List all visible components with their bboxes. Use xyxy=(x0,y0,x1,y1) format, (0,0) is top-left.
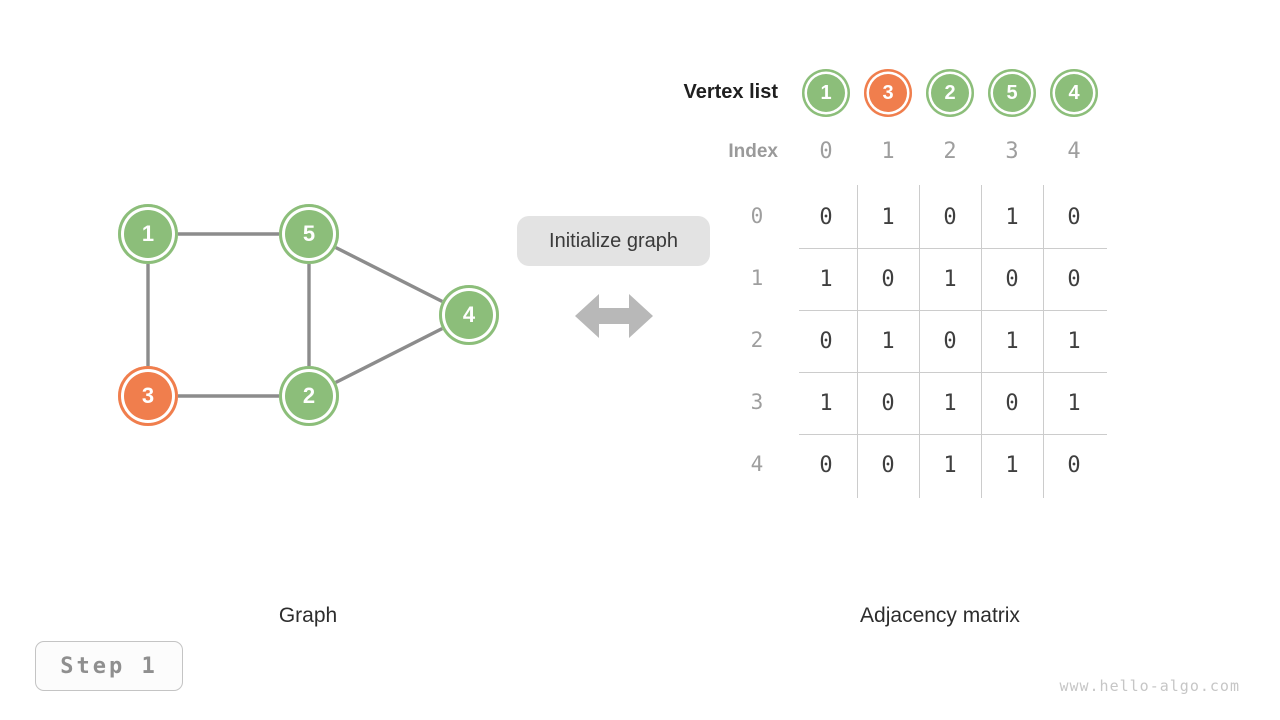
vertex-list-item: 1 xyxy=(802,69,850,117)
matrix-cell: 0 xyxy=(881,266,895,292)
matrix-cell: 0 xyxy=(1005,390,1019,416)
matrix-grid-hline xyxy=(799,372,1107,373)
matrix-cell: 1 xyxy=(943,452,957,478)
matrix-cell: 0 xyxy=(881,390,895,416)
matrix-cell: 0 xyxy=(1067,266,1081,292)
matrix-cell: 1 xyxy=(1005,204,1019,230)
matrix-grid-vline xyxy=(857,185,858,498)
vertex-list-item: 4 xyxy=(1050,69,1098,117)
matrix-cell: 0 xyxy=(1067,204,1081,230)
matrix-cell: 1 xyxy=(819,390,833,416)
graph-vertex: 3 xyxy=(118,366,178,426)
index-number: 4 xyxy=(1067,139,1081,164)
matrix-row-label: 4 xyxy=(750,452,764,476)
matrix-row-label: 1 xyxy=(750,266,764,290)
vertex-list-item: 2 xyxy=(926,69,974,117)
matrix-grid-vline xyxy=(1043,185,1044,498)
index-number: 2 xyxy=(943,139,957,164)
matrix-cell: 1 xyxy=(1067,328,1081,354)
matrix-grid-vline xyxy=(981,185,982,498)
index-number: 1 xyxy=(881,139,895,164)
matrix-cell: 0 xyxy=(1005,266,1019,292)
index-number: 0 xyxy=(819,139,833,164)
matrix-cell: 1 xyxy=(943,390,957,416)
matrix-caption: Adjacency matrix xyxy=(860,604,1020,627)
matrix-cell: 1 xyxy=(1005,328,1019,354)
index-label: Index xyxy=(728,141,778,162)
matrix-cell: 1 xyxy=(943,266,957,292)
matrix-cell: 0 xyxy=(943,204,957,230)
matrix-cell: 1 xyxy=(819,266,833,292)
matrix-row-label: 3 xyxy=(750,390,764,414)
graph-vertex: 5 xyxy=(279,204,339,264)
vertex-list-label: Vertex list xyxy=(683,81,778,103)
double-arrow-icon xyxy=(575,292,653,340)
matrix-grid-hline xyxy=(799,434,1107,435)
vertex-list-item: 3 xyxy=(864,69,912,117)
vertex-list-item: 5 xyxy=(988,69,1036,117)
graph-vertex: 1 xyxy=(118,204,178,264)
matrix-grid-hline xyxy=(799,310,1107,311)
graph-vertex: 2 xyxy=(279,366,339,426)
matrix-cell: 1 xyxy=(1067,390,1081,416)
watermark: www.hello-algo.com xyxy=(1059,677,1240,695)
matrix-cell: 0 xyxy=(943,328,957,354)
matrix-grid-vline xyxy=(919,185,920,498)
step-badge: Step 1 xyxy=(35,641,183,691)
matrix-grid-hline xyxy=(799,248,1107,249)
matrix-cell: 1 xyxy=(1005,452,1019,478)
matrix-cell: 0 xyxy=(819,204,833,230)
matrix-cell: 1 xyxy=(881,328,895,354)
graph-caption: Graph xyxy=(278,604,338,627)
matrix-cell: 0 xyxy=(819,452,833,478)
matrix-cell: 0 xyxy=(1067,452,1081,478)
initialize-graph-label: Initialize graph xyxy=(517,216,710,266)
matrix-cell: 0 xyxy=(881,452,895,478)
matrix-row-label: 2 xyxy=(750,328,764,352)
double-arrow-shape xyxy=(575,294,653,338)
graph-vertex: 4 xyxy=(439,285,499,345)
index-number: 3 xyxy=(1005,139,1019,164)
matrix-cell: 1 xyxy=(881,204,895,230)
matrix-cell: 0 xyxy=(819,328,833,354)
matrix-row-label: 0 xyxy=(750,204,764,228)
